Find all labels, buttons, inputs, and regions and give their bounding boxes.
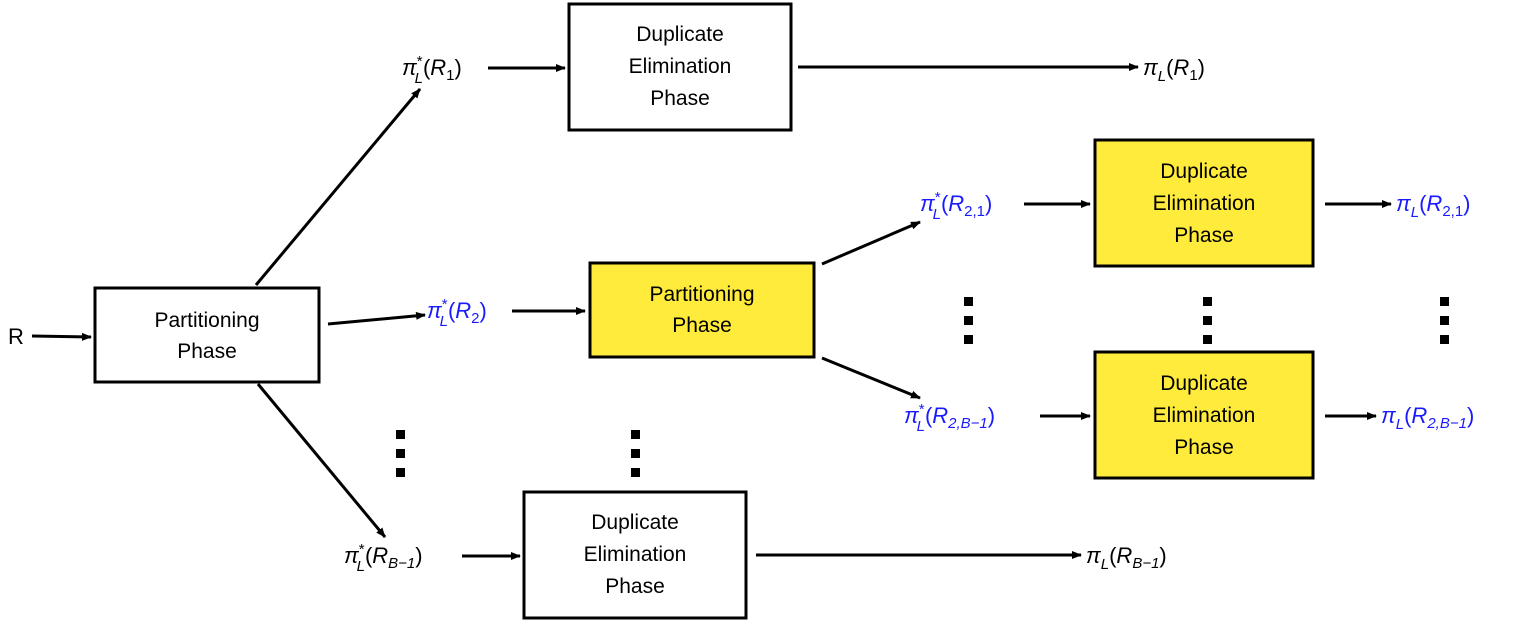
box-text-line: Elimination [584,543,687,566]
label-pistar-r1: π*L(R1) [402,53,462,87]
ellipsis-dots-r2-outputs [1440,297,1449,344]
box-text-line: Elimination [1153,404,1256,427]
box-text-line: Duplicate [591,511,679,534]
label-pistar-r2b: π*L(R2,B−1) [904,401,995,435]
box-text-line: Duplicate [1160,372,1248,395]
arrow-partition-to-r1 [254,88,422,286]
ellipsis-dots-r2-labels [964,297,973,344]
box-text-line: Phase [605,575,665,598]
dup-elim-rb-box: Duplicate Elimination Phase [522,490,748,620]
ellipsis-dots-left [396,430,405,477]
label-pistar-r2: π*L(R2) [427,296,487,330]
partition-root-box: Partitioning Phase [93,286,321,384]
dup-elim-r1-box: Duplicate Elimination Phase [567,2,793,132]
arrow-r-to-partition [31,332,92,341]
box-text-line: Phase [1174,224,1234,247]
box-text-line: Phase [650,87,710,110]
box-text-line: Elimination [1153,192,1256,215]
box-text-line: Elimination [629,55,732,78]
arrow-partition-to-rb [256,383,387,538]
box-text-line: Phase [1174,436,1234,459]
box-text-line: Partitioning [154,309,259,332]
label-pistar-r21: π*L(R2,1) [920,189,992,223]
box-text-line: Duplicate [1160,160,1248,183]
label-pi-r21: πL(R2,1) [1396,191,1471,221]
label-pi-r1: πL(R1) [1143,55,1205,85]
label-pi-rb: πL(RB−1) [1086,543,1167,573]
arrow-partition2-to-r21 [821,220,921,266]
ellipsis-dots-mid [631,430,640,477]
label-pi-r2b: πL(R2,B−1) [1381,403,1474,433]
input-label-r: R [8,324,24,349]
box-text-line: Duplicate [636,23,724,46]
partition-r2-box: Partitioning Phase [588,261,816,359]
box-text-line: Phase [672,314,732,337]
box-text-line: Phase [177,340,237,363]
label-pistar-rb: π*L(RB−1) [344,541,423,575]
arrow-partition-to-r2 [327,311,426,326]
arrow-partition2-to-r2b [821,356,921,400]
dup-elim-r2b-box: Duplicate Elimination Phase [1093,350,1315,480]
dup-elim-r21-box: Duplicate Elimination Phase [1093,138,1315,268]
box-text-line: Partitioning [649,283,754,306]
ellipsis-dots-r2-boxes [1203,297,1212,344]
